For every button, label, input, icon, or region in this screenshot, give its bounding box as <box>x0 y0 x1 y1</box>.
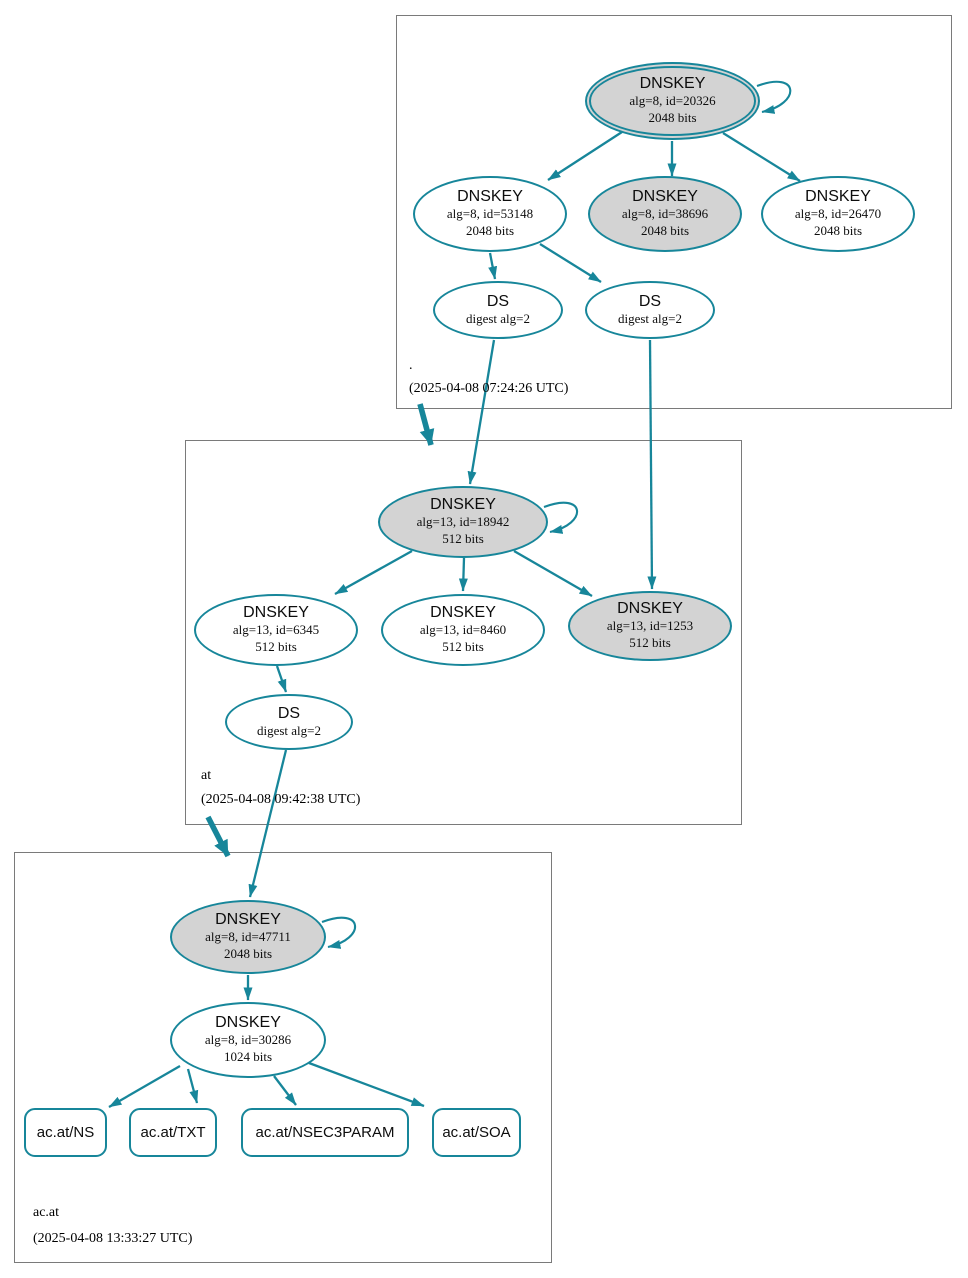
edge-6345-to-ds <box>275 665 288 693</box>
dnskey-node-at-ksk-18942[interactable]: DNSKEY alg=13, id=18942 512 bits <box>378 486 548 558</box>
edge-delegation-at-to-acat <box>205 815 231 858</box>
node-title: DNSKEY <box>430 604 496 622</box>
node-alg-id: alg=8, id=26470 <box>794 206 882 222</box>
edge-30286-to-ns <box>108 1065 181 1108</box>
ds-node-root-1[interactable]: DS digest alg=2 <box>433 281 563 339</box>
ds-node-at[interactable]: DS digest alg=2 <box>225 694 353 750</box>
node-bits: 512 bits <box>442 530 484 546</box>
ds-node-root-2[interactable]: DS digest alg=2 <box>585 281 715 339</box>
node-alg-id: alg=13, id=1253 <box>606 618 694 634</box>
edge-root-ksk-to-53148 <box>547 131 623 181</box>
node-alg-id: alg=13, id=6345 <box>232 622 320 638</box>
node-title: DS <box>638 292 662 310</box>
edge-53148-to-ds2 <box>539 243 602 283</box>
dnskey-node-root-53148[interactable]: DNSKEY alg=8, id=53148 2048 bits <box>413 176 567 252</box>
rrset-label: ac.at/NS <box>36 1124 95 1141</box>
edge-acat-ksk-selfloop <box>321 916 357 949</box>
edge-30286-to-soa <box>308 1061 425 1108</box>
dnskey-node-root-ksk-20326[interactable]: DNSKEY alg=8, id=20326 2048 bits <box>585 62 760 140</box>
node-title: DNSKEY <box>430 496 496 514</box>
node-digest: digest alg=2 <box>256 722 322 738</box>
edge-root-ds2-to-at-1253 <box>647 339 657 590</box>
node-bits: 2048 bits <box>813 222 863 238</box>
rrset-node-ac-at-ns[interactable]: ac.at/NS <box>24 1108 107 1157</box>
node-digest: digest alg=2 <box>617 310 683 326</box>
node-alg-id: alg=8, id=38696 <box>621 206 709 222</box>
edge-18942-to-6345 <box>334 549 413 596</box>
node-title: DNSKEY <box>457 188 523 206</box>
zone-timestamp-at: (2025-04-08 09:42:38 UTC) <box>201 792 361 807</box>
node-title: DNSKEY <box>632 188 698 206</box>
dnskey-node-root-26470[interactable]: DNSKEY alg=8, id=26470 2048 bits <box>761 176 915 252</box>
rrset-label: ac.at/TXT <box>140 1124 206 1141</box>
dnskey-node-at-6345[interactable]: DNSKEY alg=13, id=6345 512 bits <box>194 594 358 666</box>
rrset-label: ac.at/NSEC3PARAM <box>255 1124 395 1141</box>
edge-18942-to-1253 <box>513 550 593 597</box>
node-alg-id: alg=8, id=53148 <box>446 206 534 222</box>
dnskey-node-acat-30286[interactable]: DNSKEY alg=8, id=30286 1024 bits <box>170 1002 326 1078</box>
rrset-label: ac.at/SOA <box>442 1124 511 1141</box>
node-bits: 2048 bits <box>223 945 273 961</box>
zone-timestamp-root: (2025-04-08 07:24:26 UTC) <box>409 381 569 396</box>
node-title: DNSKEY <box>805 188 871 206</box>
edge-root-ksk-selfloop <box>756 80 792 114</box>
node-title: DNSKEY <box>639 75 706 93</box>
edge-root-ds1-to-at-ksk <box>467 339 496 485</box>
node-bits: 512 bits <box>442 638 484 654</box>
node-alg-id: alg=8, id=20326 <box>629 93 716 109</box>
zone-name-root: . <box>409 358 413 373</box>
node-digest: digest alg=2 <box>465 310 531 326</box>
edge-root-ksk-to-26470 <box>722 132 801 182</box>
edge-delegation-root-to-at <box>417 403 435 446</box>
node-title: DS <box>486 292 510 310</box>
rrset-node-ac-at-soa[interactable]: ac.at/SOA <box>432 1108 521 1157</box>
dnskey-node-root-38696[interactable]: DNSKEY alg=8, id=38696 2048 bits <box>588 176 742 252</box>
node-bits: 2048 bits <box>465 222 515 238</box>
dnskey-node-at-8460[interactable]: DNSKEY alg=13, id=8460 512 bits <box>381 594 545 666</box>
dnskey-node-acat-ksk-47711[interactable]: DNSKEY alg=8, id=47711 2048 bits <box>170 900 326 974</box>
node-alg-id: alg=8, id=47711 <box>205 929 291 945</box>
node-title: DNSKEY <box>215 911 281 929</box>
node-alg-id: alg=13, id=18942 <box>416 514 510 530</box>
zone-name-ac-at: ac.at <box>33 1205 60 1220</box>
edge-30286-to-txt <box>186 1068 199 1104</box>
node-alg-id: alg=13, id=8460 <box>419 622 507 638</box>
node-alg-id: alg=8, id=30286 <box>204 1032 292 1048</box>
node-title: DNSKEY <box>243 604 309 622</box>
node-title: DNSKEY <box>215 1014 281 1032</box>
edge-at-ksk-selfloop <box>543 501 579 534</box>
node-title: DS <box>277 704 301 722</box>
node-bits: 512 bits <box>629 634 671 650</box>
zone-timestamp-ac-at: (2025-04-08 13:33:27 UTC) <box>33 1231 193 1246</box>
edge-18942-to-8460 <box>458 557 468 592</box>
rrset-node-ac-at-txt[interactable]: ac.at/TXT <box>129 1108 217 1157</box>
edge-at-ds-to-acat-ksk <box>248 749 288 898</box>
edge-53148-to-ds1 <box>488 252 498 280</box>
node-bits: 2048 bits <box>648 109 697 125</box>
node-title: DNSKEY <box>617 600 683 618</box>
node-bits: 512 bits <box>255 638 297 654</box>
node-bits: 2048 bits <box>640 222 690 238</box>
node-bits: 1024 bits <box>223 1048 273 1064</box>
edge-30286-to-nsec3param <box>273 1075 297 1106</box>
dnskey-node-at-1253[interactable]: DNSKEY alg=13, id=1253 512 bits <box>568 591 732 661</box>
zone-name-at: at <box>201 768 212 783</box>
rrset-node-ac-at-nsec3param[interactable]: ac.at/NSEC3PARAM <box>241 1108 409 1157</box>
